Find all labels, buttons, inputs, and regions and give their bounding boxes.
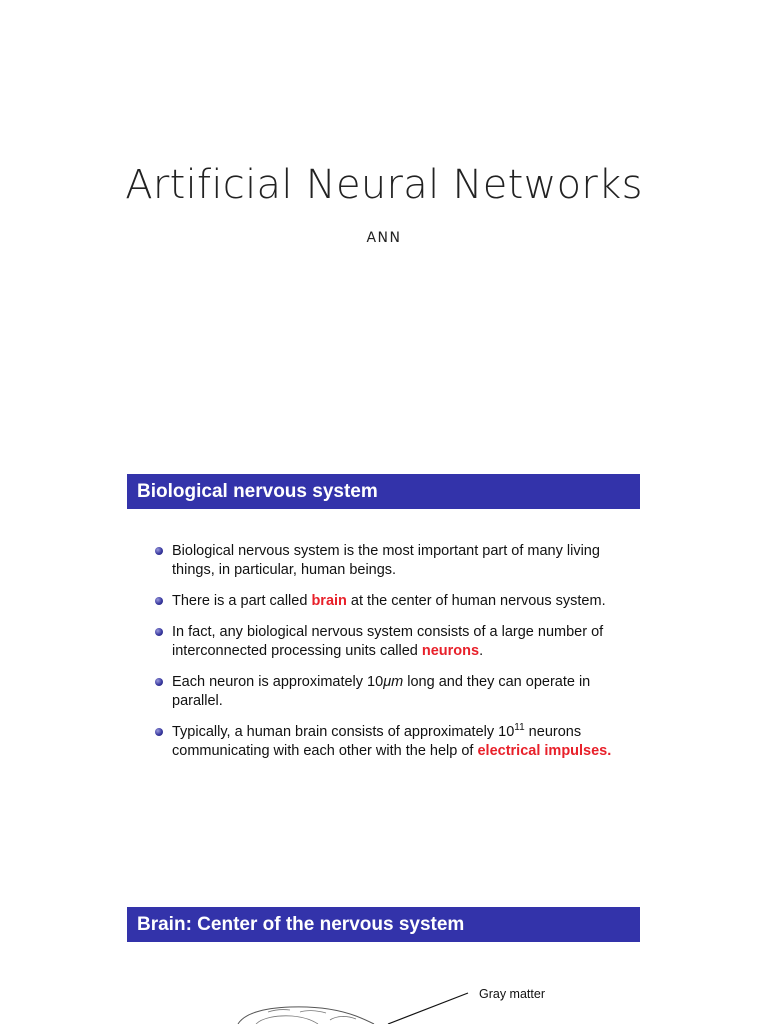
highlighted-term: brain (311, 593, 347, 609)
highlighted-term: neurons (421, 643, 480, 659)
bullet-text: Typically, a human brain consists of app… (172, 724, 515, 740)
bullet-icon (155, 728, 163, 736)
brain-fold-2 (299, 1010, 327, 1014)
bullet-icon (155, 628, 163, 636)
bullet-text: 11 (514, 722, 525, 734)
brain-fold-3 (329, 1016, 357, 1021)
gray-matter-label: Gray matter (479, 987, 545, 1001)
brain-outline (237, 1006, 375, 1024)
title-slide: Artificial Neural Networks ANN (0, 0, 768, 460)
bullet-text: long and they can operate in parallel. (172, 674, 591, 709)
bullet-text: . (479, 643, 484, 659)
page-subtitle: ANN (366, 230, 402, 246)
slide-heading-brain-center: Brain: Center of the nervous system (127, 907, 640, 942)
bullet-list: Biological nervous system is the most im… (155, 542, 625, 773)
brain-fold-1 (255, 1015, 319, 1024)
bullet-item: There is a part called brain at the cent… (155, 592, 625, 611)
bullet-text: There is a part called (172, 593, 312, 609)
bullet-item: Typically, a human brain consists of app… (155, 723, 625, 761)
bullet-text: Each neuron is approximately 10 (172, 674, 384, 690)
bullet-text: In fact, any biological nervous system c… (172, 624, 604, 659)
gray-matter-pointer (387, 992, 469, 1024)
bullet-icon (155, 678, 163, 686)
bullet-text: Biological nervous system is the most im… (172, 543, 600, 578)
bullet-text: at the center of human nervous system. (346, 593, 606, 609)
slide-heading-biological-nervous-system: Biological nervous system (127, 474, 640, 509)
bullet-icon (155, 547, 163, 555)
bullet-icon (155, 597, 163, 605)
bullet-item: Biological nervous system is the most im… (155, 542, 625, 580)
brain-fold-4 (267, 1009, 291, 1013)
brain-figure (237, 992, 469, 1024)
bullet-text: μm (383, 674, 404, 690)
highlighted-term: electrical impulses. (477, 743, 612, 759)
bullet-item: Each neuron is approximately 10μm long a… (155, 673, 625, 711)
bullet-item: In fact, any biological nervous system c… (155, 623, 625, 661)
bullet-text: neurons communicating with each other wi… (172, 724, 582, 759)
page-title: Artificial Neural Networks (125, 162, 643, 208)
